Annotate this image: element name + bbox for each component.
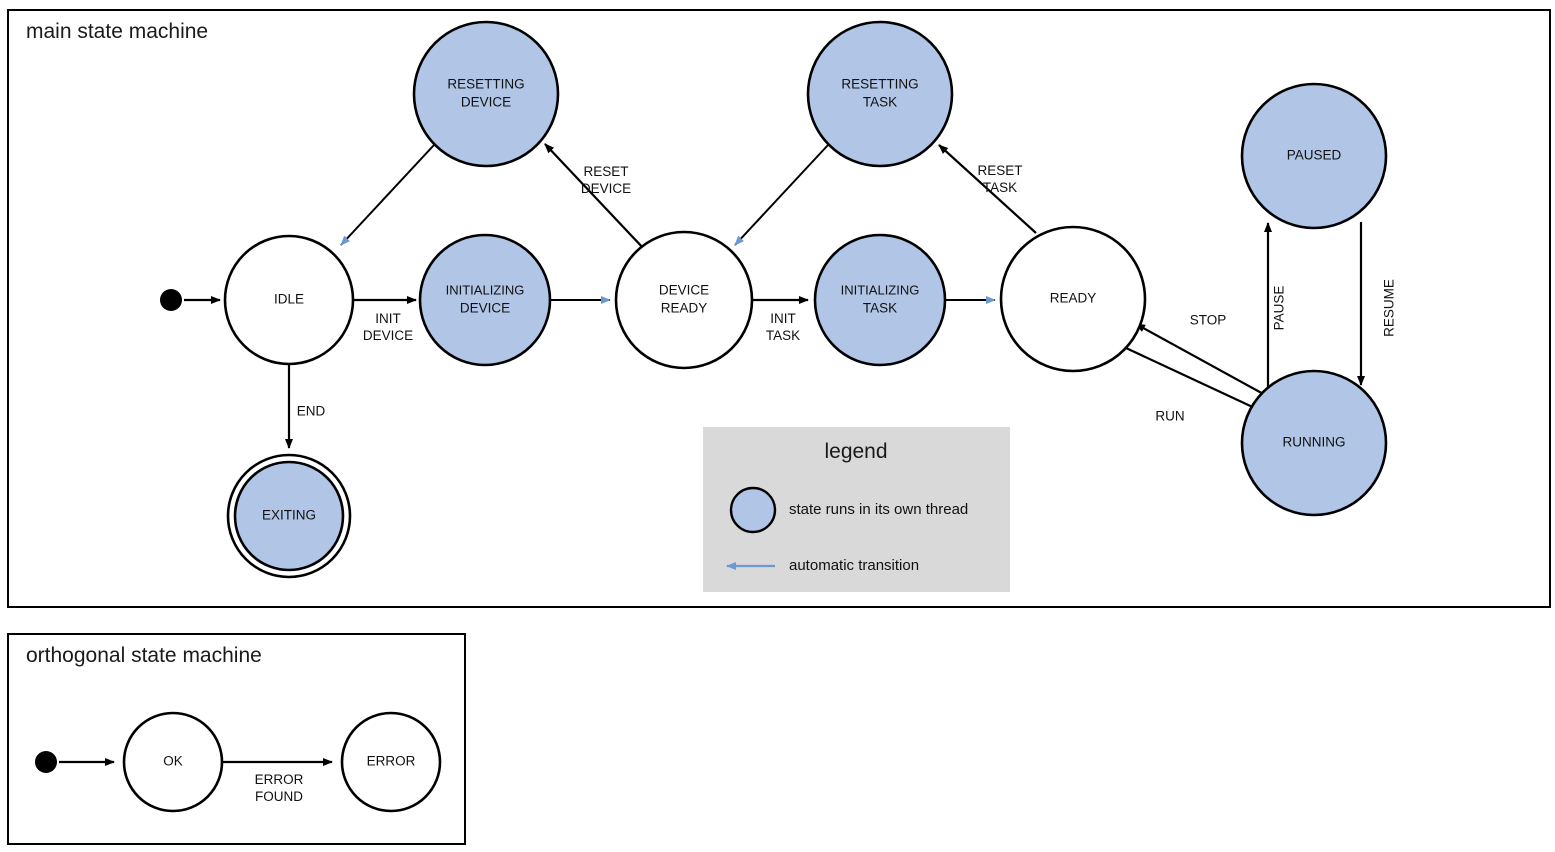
- main-state-initializing-device[interactable]: INITIALIZING DEVICE: [418, 233, 552, 367]
- main-transition-label-line: TASK: [983, 180, 1017, 195]
- orthogonal-start-node: [35, 751, 57, 773]
- main-state-circle-ready[interactable]: [999, 225, 1147, 373]
- main-transition-device-ready-to-resetting-device: [544, 143, 646, 251]
- main-transition-ready-to-resetting-task: [938, 144, 1037, 234]
- main-state-label-ready: READY: [1050, 291, 1097, 306]
- main-transition-running-to-ready: [1135, 323, 1268, 397]
- main-transition-label-line: DEVICE: [363, 328, 413, 343]
- main-transition-label-line: INIT: [375, 311, 401, 326]
- legend: legend state runs in its own thread automa…: [703, 427, 1010, 592]
- main-transition-label-idle-to-exiting: END: [297, 404, 326, 419]
- main-state-label-initializing-task: INITIALIZING: [841, 282, 920, 297]
- legend-item-label-automatic-transition: automatic transition: [789, 557, 919, 574]
- main-state-label-paused: PAUSED: [1287, 148, 1342, 163]
- main-transition-label-line: INIT: [770, 311, 796, 326]
- legend-thread-state-swatch: [729, 486, 777, 534]
- legend-item-label-thread-state: state runs in its own thread: [789, 501, 968, 518]
- main-state-resetting-device[interactable]: RESETTING DEVICE: [412, 20, 560, 168]
- main-transition-label-line: DEVICE: [581, 181, 631, 196]
- main-transition-label-paused-to-running: RESUME: [1382, 279, 1397, 337]
- orthogonal-state-circle-error[interactable]: [340, 711, 442, 813]
- main-state-label-idle: IDLE: [274, 292, 304, 307]
- orthogonal-state-circle-ok[interactable]: [122, 711, 224, 813]
- main-transition-label-running-to-ready: STOP: [1190, 313, 1227, 328]
- main-transition-label-line: RUN: [1155, 409, 1184, 424]
- states-layer: IDLERESETTINGDEVICEINITIALIZINGDEVICEDEV…: [35, 20, 1388, 813]
- main-state-label-resetting-task: RESETTING: [841, 77, 918, 92]
- main-transition-label-running-to-paused: PAUSE: [1272, 286, 1287, 331]
- main-state-label-initializing-device: INITIALIZING: [446, 282, 525, 297]
- main-state-label-device-ready: READY: [661, 301, 708, 316]
- orthogonal-transition-label-line: FOUND: [255, 789, 303, 804]
- main-state-label-resetting-device: RESETTING: [447, 77, 524, 92]
- main-state-label-initializing-device: DEVICE: [460, 301, 510, 316]
- panel-title-main: main state machine: [26, 20, 208, 43]
- transitions-layer: [59, 143, 1365, 766]
- main-state-circle-resetting-device[interactable]: [412, 20, 560, 168]
- main-state-resetting-task[interactable]: RESETTING TASK: [806, 20, 954, 168]
- main-transition-label-idle-to-initializing-device: INIT DEVICE: [363, 311, 413, 343]
- main-transition-label-line: RESUME: [1382, 279, 1397, 337]
- main-state-circle-initializing-task[interactable]: [813, 233, 947, 367]
- main-start-node: [160, 289, 182, 311]
- main-state-label-running: RUNNING: [1283, 435, 1346, 450]
- main-state-circle-idle[interactable]: [223, 234, 355, 366]
- orthogonal-state-label-ok: OK: [163, 754, 183, 769]
- orthogonal-state-label-error: ERROR: [367, 754, 416, 769]
- main-transition-label-ready-to-running: RUN: [1155, 409, 1184, 424]
- orthogonal-state-ok[interactable]: OK: [122, 711, 224, 813]
- orthogonal-state-error[interactable]: ERROR: [340, 711, 442, 813]
- main-transition-label-line: STOP: [1190, 313, 1227, 328]
- main-transition-resetting-device-to-idle: [340, 144, 435, 246]
- main-transition-ready-to-running: [1125, 347, 1260, 411]
- main-transition-label-ready-to-resetting-task: RESET TASK: [977, 163, 1022, 195]
- main-transition-label-line: TASK: [766, 328, 800, 343]
- main-transition-label-line: RESET: [583, 164, 628, 179]
- orthogonal-transition-label-line: ERROR: [255, 772, 304, 787]
- panel-title-orthogonal: orthogonal state machine: [26, 644, 262, 667]
- main-state-circle-exiting[interactable]: [233, 460, 345, 572]
- main-transition-label-line: END: [297, 404, 326, 419]
- transition-labels-layer: INIT DEVICE END RESET DEVICE INIT TASK RESET TAS…: [255, 163, 1397, 804]
- main-state-label-exiting: EXITING: [262, 508, 316, 523]
- main-state-circle-device-ready[interactable]: [614, 230, 754, 370]
- main-transition-label-device-ready-to-initializing-task: INIT TASK: [766, 311, 800, 343]
- main-state-idle[interactable]: IDLE: [223, 234, 355, 366]
- main-state-circle-paused[interactable]: [1240, 82, 1388, 230]
- main-state-label-resetting-device: DEVICE: [461, 95, 511, 110]
- main-state-circle-initializing-device[interactable]: [418, 233, 552, 367]
- orthogonal-transition-label-ok-to-error: ERROR FOUND: [255, 772, 304, 804]
- legend-title: legend: [824, 440, 887, 463]
- main-state-label-resetting-task: TASK: [863, 95, 897, 110]
- main-state-exiting[interactable]: EXITING: [226, 453, 352, 579]
- main-state-initializing-task[interactable]: INITIALIZING TASK: [813, 233, 947, 367]
- main-state-device-ready[interactable]: DEVICE READY: [614, 230, 754, 370]
- main-state-label-initializing-task: TASK: [863, 301, 897, 316]
- main-transition-label-line: PAUSE: [1272, 286, 1287, 331]
- main-state-circle-resetting-task[interactable]: [806, 20, 954, 168]
- main-state-running[interactable]: RUNNING: [1240, 369, 1388, 517]
- main-state-paused[interactable]: PAUSED: [1240, 82, 1388, 230]
- main-state-label-device-ready: DEVICE: [659, 283, 709, 298]
- main-transition-label-device-ready-to-resetting-device: RESET DEVICE: [581, 164, 631, 196]
- main-state-ready[interactable]: READY: [999, 225, 1147, 373]
- main-transition-label-line: RESET: [977, 163, 1022, 178]
- main-transition-resetting-task-to-device-ready: [734, 144, 829, 246]
- main-state-circle-running[interactable]: [1240, 369, 1388, 517]
